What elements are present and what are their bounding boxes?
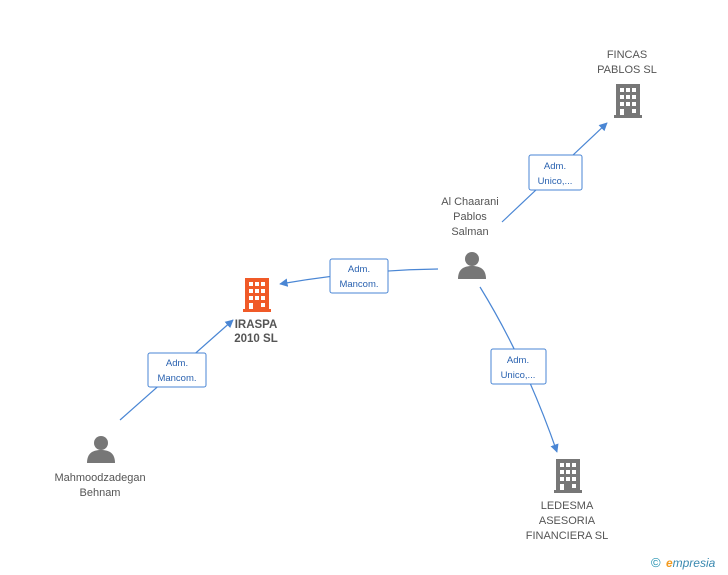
edge-label-line: Unico,... [538,176,573,187]
building-icon [243,278,271,312]
node-iraspa-2010-sl[interactable]: IRASPA 2010 SL [234,278,278,345]
copyright-symbol: © [651,555,661,570]
node-label-line: Pablos [453,211,487,223]
node-label-line: 2010 SL [234,333,277,345]
node-label-line: Mahmoodzadegan [54,472,145,484]
person-icon [458,252,486,279]
edge-label-al-to-fincas[interactable]: Adm. Unico,... [528,154,583,191]
node-label-line: FINCAS [607,49,647,61]
node-label-line: IRASPA [235,319,278,331]
building-icon [554,459,582,493]
edge-label-al-to-iraspa[interactable]: Adm. Mancom. [329,258,389,294]
edge-label-line: Unico,... [501,370,536,381]
node-mahmoodzadegan-behnam[interactable]: Mahmoodzadegan Behnam [54,436,146,499]
building-icon [614,84,642,118]
edge-label-mah-to-iraspa[interactable]: Adm. Mancom. [147,352,207,388]
person-icon [87,436,115,463]
edge-label-al-to-ledesma[interactable]: Adm. Unico,... [490,348,547,385]
edge-label-line: Mancom. [157,373,196,384]
node-label-line: PABLOS SL [597,64,657,76]
edge-label-line: Adm. [348,264,370,275]
edge-label-line: Adm. [544,161,566,172]
node-label-line: FINANCIERA SL [526,530,609,542]
node-label-line: Salman [451,226,488,238]
empresia-watermark: © empresia [651,555,715,570]
brand-name: mpresia [672,556,716,570]
node-al-chaarani-pablos-salman[interactable]: Al Chaarani Pablos Salman [441,196,499,279]
node-label-line: ASESORIA [539,515,596,527]
brand-initial: e [665,556,673,570]
node-fincas-pablos-sl[interactable]: FINCAS PABLOS SL [597,49,657,118]
edge-label-line: Adm. [166,358,188,369]
edge-label-line: Mancom. [339,279,378,290]
node-label-line: LEDESMA [541,500,594,512]
node-label-line: Al Chaarani [441,196,498,208]
edge-label-line: Adm. [507,355,529,366]
node-ledesma-asesoria-financiera-sl[interactable]: LEDESMA ASESORIA FINANCIERA SL [526,459,609,542]
node-label-line: Behnam [80,487,121,499]
